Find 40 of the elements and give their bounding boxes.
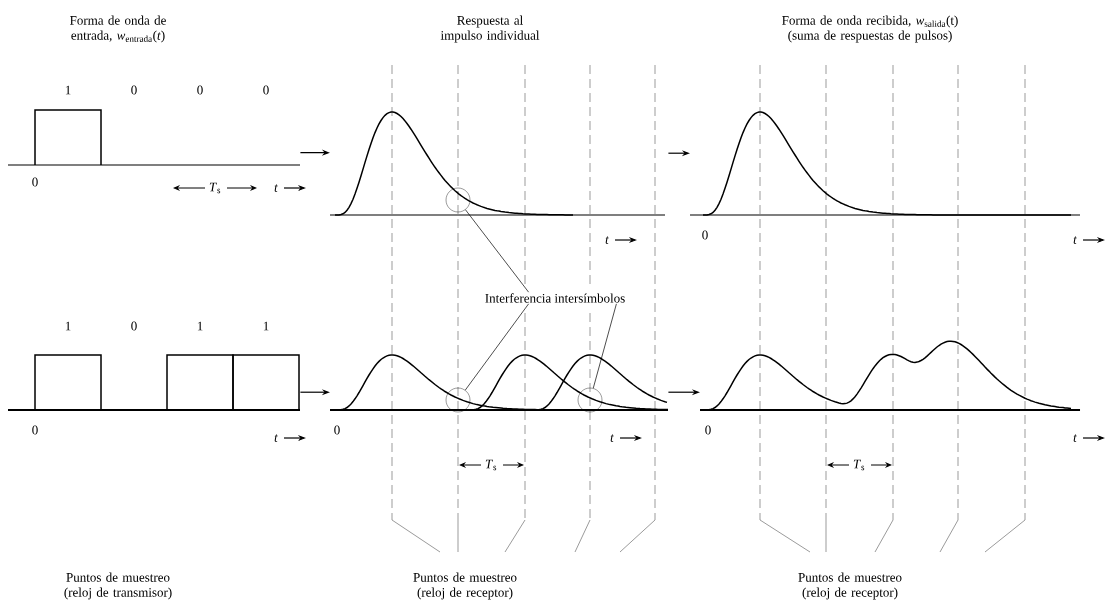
dimension-label: T$_{s}$ xyxy=(853,459,865,471)
caption: Puntos de muestreo (reloj de transmisor) xyxy=(64,572,172,600)
marker-circle xyxy=(445,187,471,213)
bit-label: 1 xyxy=(65,85,71,95)
axis-label: 0 xyxy=(702,230,708,240)
heading: Forma de onda de entrada, w$_{entrada}$(t) xyxy=(70,15,166,43)
bit-label: 0 xyxy=(131,85,137,95)
leader-line xyxy=(465,209,529,293)
axis-label: t xyxy=(274,184,278,192)
axis-label: 0 xyxy=(705,425,711,435)
leader-line xyxy=(592,303,617,389)
axis-label: t xyxy=(605,236,609,244)
waveform-plot xyxy=(329,354,669,411)
waveform-plot xyxy=(329,111,666,216)
heading: Respuesta al impulso individual xyxy=(440,15,540,43)
waveform-plot xyxy=(699,340,1081,411)
dimension-label: T$_{s}$ xyxy=(485,459,497,471)
waveform-plot xyxy=(7,109,301,166)
marker-circle xyxy=(577,387,603,413)
axis-label: 0 xyxy=(32,425,38,435)
axis-label: 0 xyxy=(334,425,340,435)
axis-label: t xyxy=(274,434,278,442)
callout-text: Interferencia intersímbolos xyxy=(483,292,627,304)
bit-label: 0 xyxy=(131,321,137,331)
axis-label: t xyxy=(610,434,614,442)
heading: Forma de onda recibida, w$_{salida}$(t) (suma de respuestas de pulsos) xyxy=(782,15,958,43)
caption: Puntos de muestreo (reloj de receptor) xyxy=(413,572,517,600)
dimension-label: T$_{s}$ xyxy=(209,182,221,194)
waveform-plot xyxy=(689,111,1081,216)
bit-label: 1 xyxy=(65,321,71,331)
bit-label: 1 xyxy=(197,321,203,331)
leader-line xyxy=(464,303,529,391)
bit-label: 1 xyxy=(263,321,269,331)
bit-label: 0 xyxy=(263,85,269,95)
bit-label: 0 xyxy=(197,85,203,95)
caption: Puntos de muestreo (reloj de receptor) xyxy=(798,572,902,600)
marker-circle xyxy=(445,387,471,413)
axis-label: t xyxy=(1073,434,1077,442)
axis-label: t xyxy=(1073,236,1077,244)
waveform-plot xyxy=(7,354,301,411)
